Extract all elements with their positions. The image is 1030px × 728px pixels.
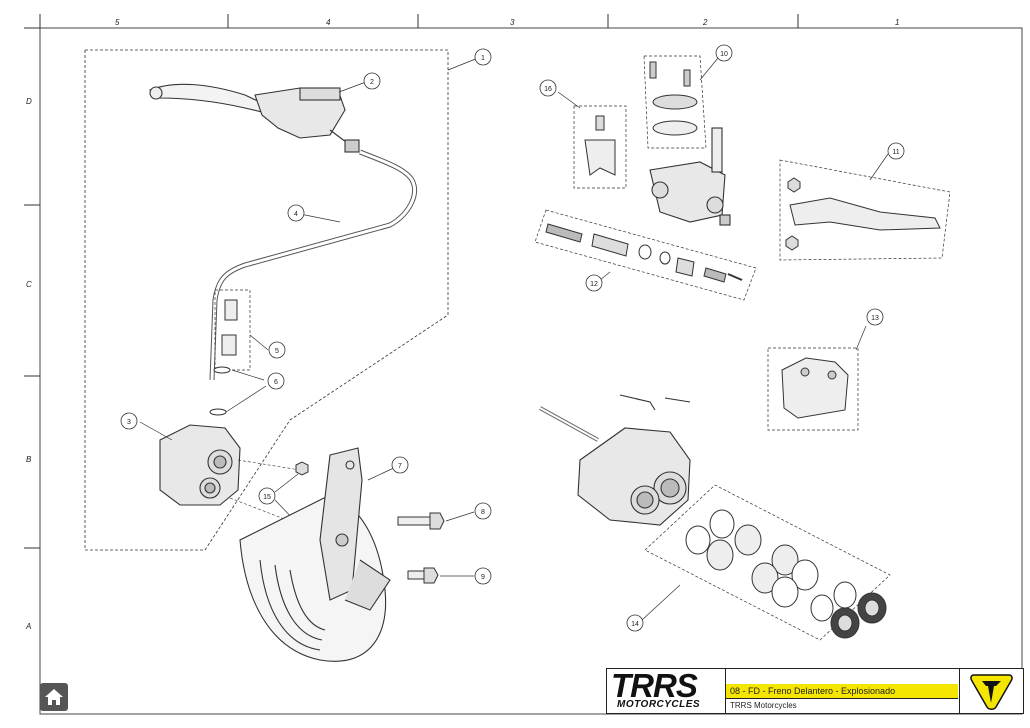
callout-16-circle [539,79,557,97]
callout-1: 1 [481,55,485,62]
group-12 [534,209,757,301]
callout-5: 5 [275,348,279,355]
home-icon [45,689,63,705]
callout-16: 16 [544,86,552,93]
drawing-subtitle: TRRS Motorcycles [726,698,958,712]
callout-11: 11 [892,149,899,156]
group-13 [767,347,859,431]
zone-row-d: D [26,97,32,106]
callout-9: 9 [481,574,485,581]
zone-row-b: B [26,455,32,464]
callout-10-circle [715,44,733,62]
caliper-left [139,421,241,506]
callout-9-circle [474,567,492,585]
logo-subtext: MOTORCYCLES [617,699,701,710]
callout-13-circle [866,308,884,326]
callout-7: 7 [398,463,402,470]
zone-col-5: 5 [115,18,120,27]
logo-text: TRRS [611,667,698,704]
sheet-frame [39,27,1023,715]
callout-15: 15 [263,494,271,501]
callout-2-circle [363,72,381,90]
master-cylinder-lever [149,81,367,153]
group-11 [779,159,951,261]
callout-1-circle [474,48,492,66]
zone-col-2: 2 [703,18,708,27]
callout-4: 4 [294,211,298,218]
home-button[interactable] [40,683,68,711]
zone-col-4: 4 [326,18,331,27]
group-outline-1 [84,49,449,551]
callout-6: 6 [274,379,278,386]
bolt-9 [407,567,474,584]
callout-3: 3 [127,419,131,426]
callout-12-circle [585,274,603,292]
master-cylinder-body [649,127,731,226]
callout-8-circle [474,502,492,520]
callout-15-circle [258,487,276,505]
zone-row-c: C [26,280,32,289]
zone-col-1: 1 [895,18,900,27]
disc-and-guard [239,447,399,662]
callout-5-circle [268,341,286,359]
callout-14-circle [626,614,644,632]
callout-8: 8 [481,509,485,516]
zone-row-a: A [26,622,32,631]
callout-13: 13 [871,315,879,322]
group-16 [573,105,627,189]
callout-3-circle [120,412,138,430]
callout-7-circle [391,456,409,474]
callout-2: 2 [370,79,374,86]
callout-12: 12 [590,281,598,288]
callout-6-circle [267,372,285,390]
callout-14: 14 [631,621,639,628]
callout-11-circle [887,142,905,160]
group-10 [643,55,707,149]
emblem-cell [959,669,1023,713]
trrs-emblem-icon [970,674,1013,710]
group-14 [644,484,891,641]
zone-col-3: 3 [510,18,515,27]
caliper-right [539,394,691,526]
bolt-8 [397,511,475,530]
title-block-blank-cell [726,669,958,685]
callout-10: 10 [720,51,728,58]
title-block: TRRS MOTORCYCLES 08 - FD - Freno Delante… [606,668,1024,714]
callout-4-circle [287,204,305,222]
drawing-title: 08 - FD - Freno Delantero - Explosionado [726,684,958,698]
trrs-logo: TRRS MOTORCYCLES [607,669,726,713]
